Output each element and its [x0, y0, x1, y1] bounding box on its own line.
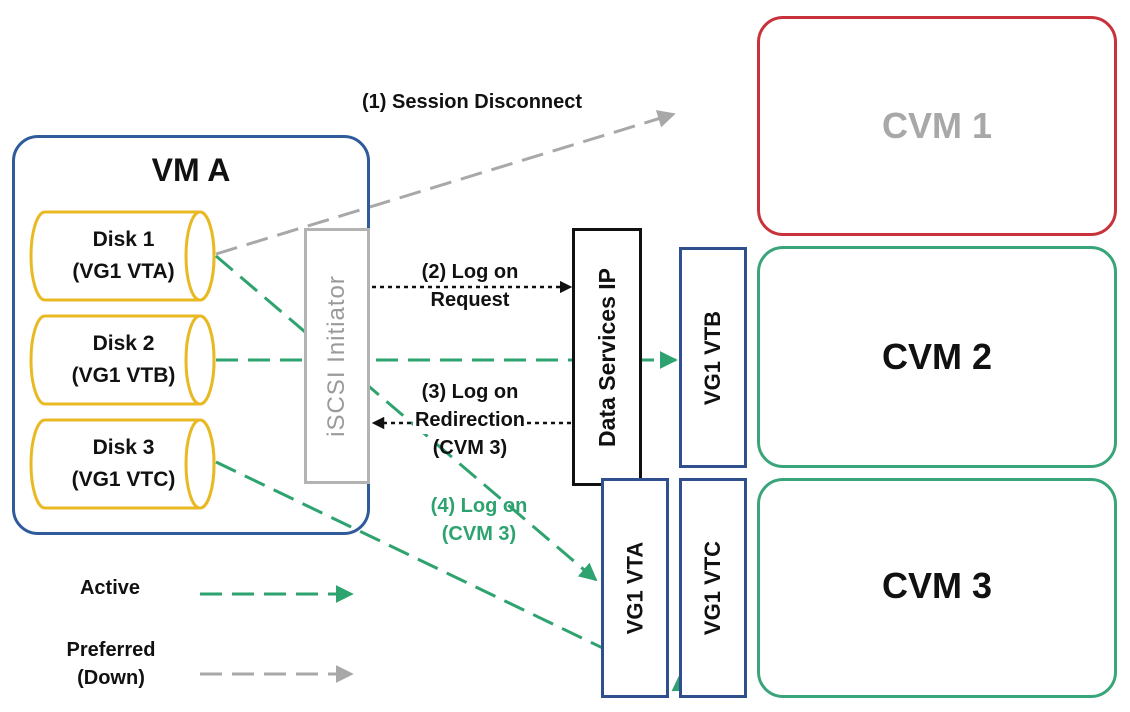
disk-3: Disk 3 (VG1 VTC) [36, 432, 211, 496]
step-4-label: (4) Log on (CVM 3) [404, 492, 554, 548]
step-3-line-2: Redirection [412, 406, 528, 434]
cvm-2-label: CVM 2 [881, 336, 993, 377]
disk-1-name: Disk 1 [92, 228, 155, 251]
vt-vg1-vtc: VG1 VTC [679, 478, 747, 698]
disk-3-target: (VG1 VTC) [71, 468, 176, 491]
disk-2-target: (VG1 VTB) [71, 364, 176, 387]
vt-vg1-vtc-label: VG1 VTC [700, 540, 726, 636]
cvm-2-box [757, 246, 1117, 468]
step-4-line-1: (4) Log on [430, 495, 528, 517]
disk1-active-arrow [215, 254, 598, 582]
disk-2: Disk 2 (VG1 VTB) [36, 328, 211, 392]
vt-vg1-vtb: VG1 VTB [679, 247, 747, 468]
vt-vg1-vta: VG1 VTA [601, 478, 669, 698]
cvm-3-label: CVM 3 [881, 565, 993, 606]
legend-preferred-label: Preferred (Down) [46, 636, 176, 692]
iscsi-initiator-label: iSCSI Initiator [323, 275, 350, 437]
step-2-line-2: Request [430, 289, 510, 311]
cvm-3-box [757, 478, 1117, 698]
step-4-line-2: (CVM 3) [441, 523, 517, 545]
vt-vg1-vta-label: VG1 VTA [622, 541, 648, 635]
step-1-label: (1) Session Disconnect [362, 91, 583, 113]
step-3-line-1: (3) Log on [421, 381, 519, 403]
vt-vg1-vtb-label: VG1 VTB [700, 310, 726, 405]
cvm-1-label: CVM 1 [881, 105, 993, 146]
iscsi-initiator-box: iSCSI Initiator [304, 228, 370, 484]
disk3-active-arrow [215, 460, 692, 692]
cvm-1-box [757, 16, 1117, 236]
disk-3-cylinder [29, 418, 216, 510]
disk-1: Disk 1 (VG1 VTA) [36, 224, 211, 288]
vm-a-title: VM A [151, 152, 231, 188]
step-2-line-1: (2) Log on [421, 261, 519, 283]
step-3-line-3: (CVM 3) [432, 437, 508, 459]
data-services-ip-label: Data Services IP [593, 267, 620, 447]
step-3-label: (3) Log on Redirection (CVM 3) [390, 378, 550, 462]
disk-1-cylinder [29, 210, 216, 302]
data-services-ip-box: Data Services IP [572, 228, 642, 486]
disk-1-target: (VG1 VTA) [72, 260, 175, 283]
legend-preferred-line-1: Preferred [66, 639, 156, 661]
disk-3-name: Disk 3 [92, 436, 155, 459]
disk-2-cylinder [29, 314, 216, 406]
legend-preferred-line-2: (Down) [77, 667, 145, 689]
legend-active-label: Active [79, 577, 141, 599]
session-disconnect-arrow [215, 110, 676, 256]
step-2-label: (2) Log on Request [390, 258, 550, 314]
disk-2-name: Disk 2 [92, 332, 155, 355]
